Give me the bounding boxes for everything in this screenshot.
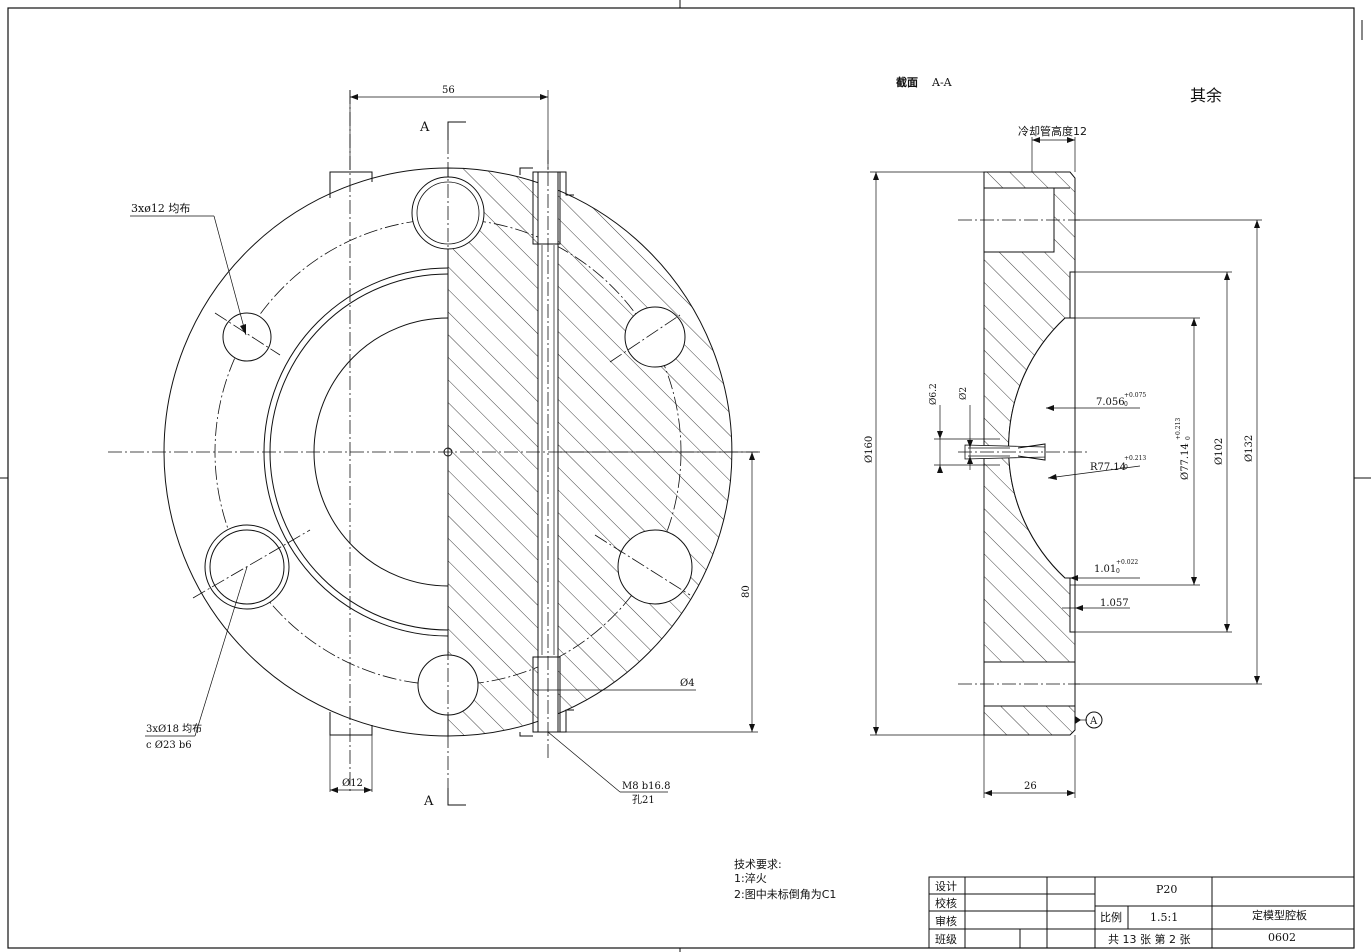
dim-thread: M8 b16.8: [622, 781, 670, 792]
hole-left: [222, 312, 272, 362]
tb-review: 审核: [935, 914, 957, 928]
svg-text:7.056: 7.056: [1096, 397, 1125, 408]
dim-counterbore-depth: c Ø23 b6: [146, 740, 192, 751]
dim-1057: 1.057: [1100, 598, 1129, 609]
tb-check: 校核: [935, 896, 957, 910]
tb-part-name: 定模型腔板: [1252, 908, 1307, 922]
cooling-note: 冷却管高度12: [1018, 124, 1087, 138]
svg-text:+0.075: +0.075: [1124, 392, 1146, 399]
section-letter-bottom: A: [423, 794, 434, 809]
svg-text:R77.14: R77.14: [1090, 462, 1126, 473]
dim-160: Ø160: [864, 436, 875, 463]
dim-26: 26: [1024, 781, 1037, 792]
tb-scale-label: 比例: [1100, 910, 1122, 924]
dim-77: Ø77.14 +0.213 0: [1175, 418, 1192, 480]
svg-text:+0.213: +0.213: [1175, 418, 1182, 440]
tb-sheet-info: 共 13 张 第 2 张: [1108, 932, 1190, 946]
title-block: 设计 校核 审核 班级 P20 比例 1.5:1 定模型腔板 共 13 张 第 …: [928, 876, 1355, 949]
svg-text:1.01: 1.01: [1094, 564, 1116, 575]
dim-80: 80: [741, 585, 752, 598]
tech-req-title: 技术要求:: [734, 858, 782, 871]
pin-bottom: [329, 712, 373, 736]
dim-counterbore: 3xØ18 均布: [146, 723, 202, 735]
front-view: A A 56 3xø12 均布 3xØ18 均布 c Ø23 b6 Ø12 80: [108, 85, 760, 809]
dim-132: Ø132: [1244, 435, 1255, 462]
pin-top: [329, 171, 373, 198]
svg-text:0: 0: [1124, 401, 1128, 408]
dim-101: 1.01 +0.022 0: [1094, 559, 1138, 575]
datum-a: A: [1089, 716, 1098, 727]
tb-scale-value: 1.5:1: [1150, 911, 1178, 924]
dim-7056: 7.056 +0.075 0: [1096, 392, 1146, 408]
dim-102: Ø102: [1214, 438, 1225, 465]
svg-text:Ø77.14: Ø77.14: [1180, 443, 1191, 480]
tech-req-item-1: 1:淬火: [734, 871, 767, 885]
dim-2: Ø2: [958, 387, 969, 400]
tb-material: P20: [1156, 883, 1177, 896]
dim-channel: Ø4: [680, 678, 695, 689]
section-name: A-A: [931, 76, 953, 89]
dim-r77: R77.14 +0.213 0: [1090, 455, 1146, 473]
svg-text:+0.213: +0.213: [1124, 455, 1146, 462]
tb-class: 班级: [935, 933, 957, 946]
tb-drawing-no: 0602: [1268, 931, 1296, 944]
section-label: 截面: [896, 75, 918, 89]
tech-req-item-2: 2:图中未标倒角为C1: [734, 887, 836, 901]
svg-text:0: 0: [1116, 568, 1120, 575]
dim-pin: Ø12: [342, 778, 363, 789]
tb-design: 设计: [935, 880, 957, 893]
dim-56: 56: [442, 85, 455, 96]
svg-text:+0.022: +0.022: [1116, 559, 1138, 566]
section-view: 截面 A-A 其余 冷却管高度12 Ø160 Ø13: [864, 75, 1262, 798]
dim-6-2: Ø6.2: [928, 383, 939, 405]
tech-requirements: 技术要求: 1:淬火 2:图中未标倒角为C1: [734, 858, 836, 901]
svg-text:0: 0: [1185, 436, 1192, 440]
svg-text:0: 0: [1124, 464, 1128, 471]
section-letter-top: A: [419, 120, 430, 135]
dim-thread-depth: 孔21: [632, 794, 655, 806]
surface-note: 其余: [1190, 86, 1222, 105]
dim-bolt-holes: 3xø12 均布: [131, 202, 190, 215]
